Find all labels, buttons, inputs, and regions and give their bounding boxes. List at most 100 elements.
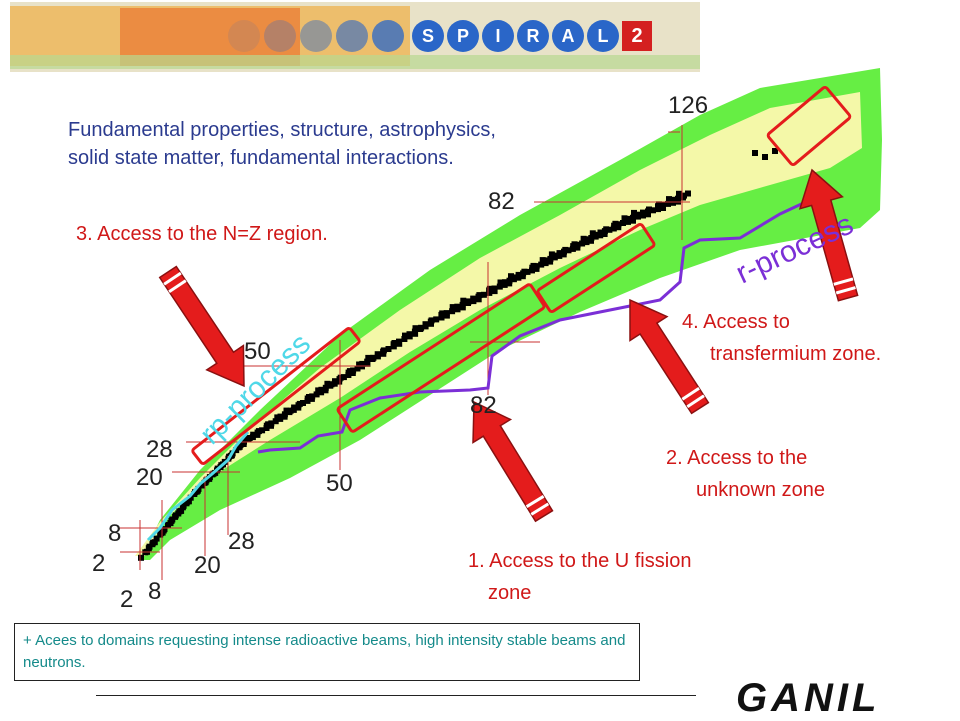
spiral-letter-s: S: [412, 20, 444, 52]
nz-region-label: 3. Access to the N=Z region.: [76, 223, 328, 245]
stable-nucleus: [245, 436, 252, 443]
stable-nucleus: [515, 274, 522, 281]
stable-nucleus: [625, 218, 631, 225]
stable-nucleus: [308, 395, 315, 402]
stable-nucleus: [640, 212, 646, 219]
stable-nucleus: [233, 447, 240, 454]
stable-nucleus: [685, 190, 691, 197]
known-nuclei-zone: [135, 92, 862, 556]
stable-nucleus: [194, 487, 201, 494]
spiral-letter-l: L: [587, 20, 619, 52]
magic-z-8: 8: [148, 578, 162, 605]
stable-nucleus: [281, 413, 288, 420]
stable-nucleus: [422, 323, 429, 330]
stable-nucleus: [772, 148, 778, 154]
note-box: + Acees to domains requesting intense ra…: [14, 623, 640, 681]
stable-nucleus: [547, 258, 554, 265]
stable-nucleus: [666, 196, 672, 203]
transfermium-label-line-1: 4. Access to: [682, 311, 790, 333]
r-process-path: [257, 198, 811, 454]
stable-nucleus: [138, 554, 144, 561]
stable-nucleus: [318, 389, 325, 396]
spiral-decor-circle: [300, 20, 332, 52]
stable-nucleus: [449, 308, 456, 315]
stable-nucleus: [345, 372, 352, 378]
fission-zone-arrow: [472, 400, 554, 523]
fission-zone-box: [336, 283, 546, 433]
stable-nucleus: [660, 205, 666, 211]
stable-nucleus: [583, 239, 590, 246]
magic-n-8: 8: [108, 520, 122, 547]
stable-nucleus: [597, 232, 604, 239]
nz-region-box: [191, 327, 361, 465]
spiral-letter-r: R: [517, 20, 549, 52]
intro-line-2: solid state matter, fundamental interact…: [68, 147, 454, 169]
spiral-number: 2: [622, 21, 652, 51]
stable-nucleus: [465, 300, 471, 306]
spiral-letter-p: P: [447, 20, 479, 52]
stable-nucleus: [153, 535, 160, 542]
stable-nucleus: [676, 190, 682, 197]
stable-nucleus: [365, 354, 372, 361]
unknown-zone-box: [536, 222, 656, 314]
transfermium-zone-arrow: [798, 168, 859, 302]
stable-nucleus: [565, 247, 572, 254]
transfermium-zone-box: [766, 85, 852, 167]
stable-nucleus: [449, 304, 456, 311]
stable-nucleus: [236, 443, 243, 450]
stable-nucleus: [380, 350, 387, 357]
stable-nucleus: [157, 531, 164, 538]
stable-nucleus: [272, 418, 279, 425]
stable-nucleus: [165, 522, 171, 528]
rp-process-path: [146, 431, 250, 542]
stable-nucleus: [519, 273, 526, 280]
stable-nucleus: [179, 504, 186, 511]
stable-nucleus: [206, 475, 213, 482]
magic-n-126: 126: [668, 92, 709, 119]
stable-nucleus: [263, 425, 270, 431]
arrows: [158, 168, 859, 523]
magic-n-50: 50: [244, 338, 271, 365]
magic-n-28: 28: [146, 436, 173, 463]
stable-nucleus: [385, 346, 392, 352]
stable-nucleus: [417, 326, 424, 332]
stable-nucleus: [538, 261, 545, 268]
spiral-letter-a: A: [552, 20, 584, 52]
stable-nucleus: [491, 288, 498, 295]
stable-nucleus: [645, 211, 651, 218]
stable-nucleus: [172, 513, 179, 520]
stable-nucleus: [290, 406, 297, 413]
spiral-decor-circle: [336, 20, 368, 52]
stable-nucleus: [168, 517, 175, 524]
stable-nucleus: [145, 545, 152, 552]
magic-z-50: 50: [326, 470, 353, 497]
unknown-zone-arrow: [629, 298, 710, 415]
stable-nucleus: [300, 400, 306, 406]
stable-nucleus: [268, 422, 274, 429]
magic-number-lines: [118, 125, 690, 580]
stable-nucleus: [574, 244, 581, 251]
stable-nucleus: [631, 209, 637, 216]
spiral-decor-circle: [372, 20, 404, 52]
fission-zone-label-line-1: 1. Access to the U fission: [468, 550, 692, 572]
stable-nucleus: [524, 268, 531, 275]
stable-nucleus: [620, 220, 626, 226]
stable-nucleus: [412, 330, 419, 337]
stable-nucleus: [533, 265, 540, 272]
stable-nucleus: [470, 298, 477, 305]
stable-nucleus: [454, 306, 461, 313]
stable-nucleus: [529, 267, 535, 274]
stable-nucleus: [635, 213, 641, 220]
stable-nucleus: [374, 353, 381, 360]
magic-z-2: 2: [120, 586, 134, 613]
stable-nucleus: [556, 252, 563, 259]
stable-nucleus: [402, 332, 408, 339]
stable-nucleus: [176, 508, 183, 515]
stable-nucleus: [364, 360, 371, 367]
stable-nucleus: [497, 279, 504, 286]
stable-nucleus: [460, 297, 467, 304]
stable-nucleus: [369, 356, 376, 362]
stable-nucleus: [187, 494, 194, 501]
spiral-letter-i: I: [482, 20, 514, 52]
stable-nucleus: [615, 224, 622, 231]
